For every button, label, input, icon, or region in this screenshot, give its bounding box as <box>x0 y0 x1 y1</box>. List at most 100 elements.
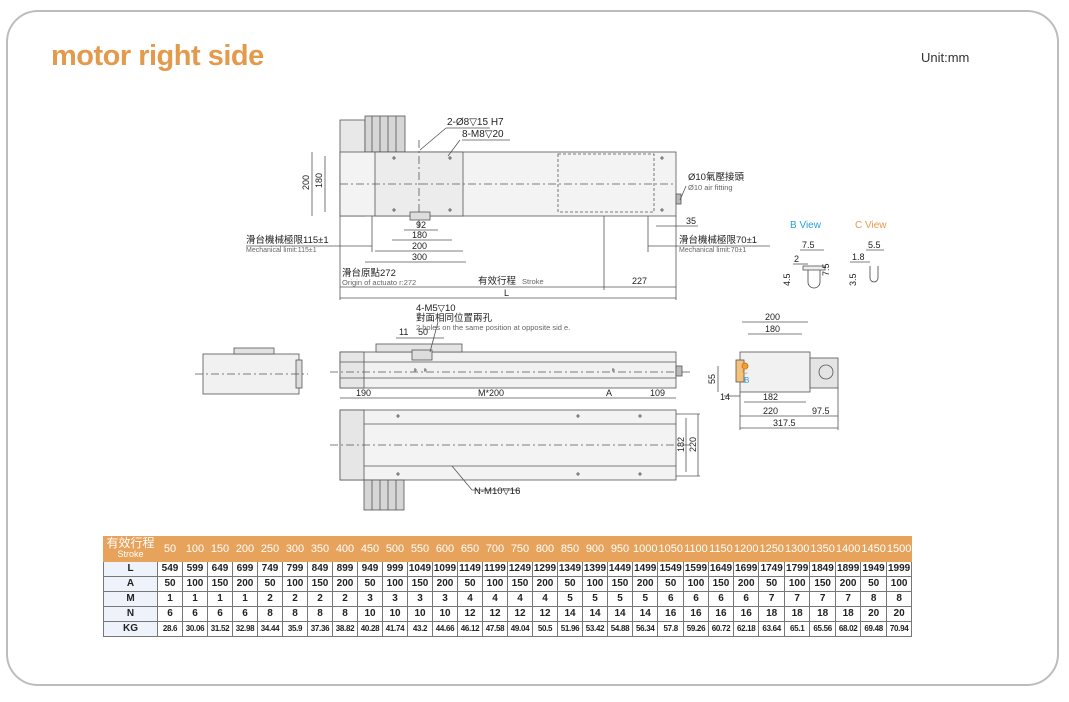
table-header-cell: 450 <box>357 536 383 562</box>
table-header-cell: 950 <box>607 536 633 562</box>
table-cell: 2 <box>257 591 283 607</box>
table-header-cell: 850 <box>557 536 583 562</box>
table-cell: 59.26 <box>682 621 709 637</box>
table-cell: 1849 <box>809 561 836 577</box>
table-cell: 100 <box>382 576 408 592</box>
c-view: C View 5.5 1.8 3.5 <box>848 220 887 286</box>
table-cell: 899 <box>332 561 358 577</box>
table-cell: 16 <box>682 606 709 622</box>
table-cell: 150 <box>207 576 233 592</box>
table-cell: 49.04 <box>507 621 533 637</box>
table-cell: 7 <box>809 591 836 607</box>
origin-label-en: Origin of actuato r:272 <box>342 278 416 287</box>
b-dim-7-5a: 7.5 <box>802 240 815 250</box>
b-dim-7-5b: 7.5 <box>821 263 831 276</box>
bottom-dim-109: 109 <box>650 388 665 398</box>
table-header-cell: 1350 <box>809 536 836 562</box>
top-dim-227: 227 <box>632 276 647 286</box>
stroke-header-cn: 有效行程 <box>106 536 155 550</box>
table-cell: 200 <box>532 576 558 592</box>
table-cell: 999 <box>382 561 408 577</box>
top-dim-200: 200 <box>301 175 311 190</box>
table-cell: 1549 <box>657 561 684 577</box>
table-cell: 12 <box>507 606 533 622</box>
table-cell: 1449 <box>607 561 633 577</box>
table-header-cell: 150 <box>207 536 233 562</box>
table-header-cell: 1250 <box>758 536 785 562</box>
table-cell: 50 <box>157 576 183 592</box>
table-cell: 200 <box>732 576 760 592</box>
table-cell: 1699 <box>732 561 760 577</box>
table-cell: 43.2 <box>407 621 433 637</box>
table-cell: 18 <box>783 606 811 622</box>
table-cell: 53.42 <box>582 621 608 637</box>
table-cell: 150 <box>607 576 633 592</box>
table-cell: 5 <box>607 591 633 607</box>
table-cell: 68.02 <box>834 621 862 637</box>
page-title: motor right side <box>51 40 264 72</box>
table-cell: 16 <box>657 606 684 622</box>
stroke-label-en: Stroke <box>522 277 544 286</box>
table-cell: 31.52 <box>207 621 233 637</box>
table-cell: 1599 <box>682 561 709 577</box>
table-cell: 100 <box>182 576 208 592</box>
bottom-callout-N: N-M10▽16 <box>474 486 520 497</box>
table-cell: 1 <box>157 591 183 607</box>
table-row-label: A <box>103 576 158 592</box>
table-cell: 37.36 <box>307 621 333 637</box>
table-cell: 1999 <box>885 561 913 577</box>
table-cell: 3 <box>357 591 383 607</box>
mech-limit-left-en: Mechanical limit:115±1 <box>246 247 317 254</box>
table-cell: 4 <box>457 591 483 607</box>
top-dim-200b: 200 <box>412 241 427 251</box>
origin-label-cn: 滑台原點272 <box>342 267 396 279</box>
top-callout-threads: 8-M8▽20 <box>462 129 504 140</box>
top-dim-35: 35 <box>686 216 696 226</box>
table-cell: 5 <box>582 591 608 607</box>
table-header-cell: 500 <box>382 536 408 562</box>
top-dim-180b: 180 <box>412 230 427 240</box>
table-cell: 5 <box>557 591 583 607</box>
top-dim-L: L <box>504 288 509 298</box>
table-row-label: M <box>103 591 158 607</box>
end-dim-97-5: 97.5 <box>812 406 830 416</box>
table-cell: 549 <box>157 561 183 577</box>
end-dim-200: 200 <box>765 312 780 322</box>
table-header-cell: 200 <box>232 536 258 562</box>
air-fitting-label-en: Ø10 air fitting <box>688 183 733 192</box>
table-cell: 6 <box>657 591 684 607</box>
table-cell: 50 <box>758 576 785 592</box>
table-cell: 100 <box>582 576 608 592</box>
table-cell: 3 <box>407 591 433 607</box>
table-header-cell: 300 <box>282 536 308 562</box>
table-cell: 54.88 <box>607 621 633 637</box>
table-cell: 50 <box>657 576 684 592</box>
air-fitting-label-cn: Ø10氣壓接頭 <box>688 171 744 183</box>
table-header-cell: 400 <box>332 536 358 562</box>
table-cell: 2 <box>332 591 358 607</box>
top-view: 2-Ø8▽15 H7 8-M8▽20 200 180 Ø10氣壓接頭 Ø10 a… <box>246 115 770 300</box>
table-header-cell: 1050 <box>657 536 684 562</box>
table-cell: 100 <box>282 576 308 592</box>
c-view-label: C View <box>855 220 887 231</box>
table-cell: 28.6 <box>157 621 183 637</box>
table-cell: 1299 <box>532 561 558 577</box>
table-header-cell: 250 <box>257 536 283 562</box>
table-cell: 32.98 <box>232 621 258 637</box>
table-header-cell: 1000 <box>631 536 659 562</box>
table-cell: 10 <box>432 606 458 622</box>
table-header-cell: 800 <box>532 536 558 562</box>
b-view-label: B View <box>790 220 822 231</box>
c-dim-3-5: 3.5 <box>848 273 858 286</box>
stroke-label-cn: 有效行程 <box>478 275 517 287</box>
table-header-cell: 700 <box>482 536 508 562</box>
table-cell: 649 <box>207 561 233 577</box>
table-cell: 4 <box>507 591 533 607</box>
table-cell: 1649 <box>707 561 734 577</box>
table-cell: 100 <box>482 576 508 592</box>
bottom-dim-182: 182 <box>676 437 686 452</box>
side-dim-50: 50 <box>418 327 428 337</box>
